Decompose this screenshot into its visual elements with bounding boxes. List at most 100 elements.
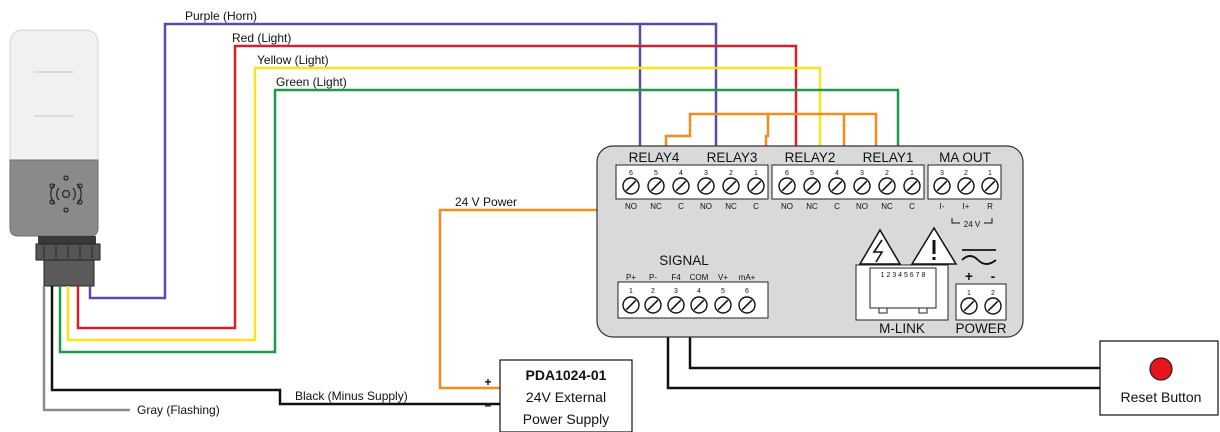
reset-button-box [1099,340,1219,416]
ma-bracket-right [984,218,993,224]
relay-terminal-label: NC [881,202,893,211]
terminal-screw[interactable] [878,177,896,195]
relay-terminal-label: NO [700,202,712,211]
mlink-pin-numbers: 1 2 3 4 5 6 7 8 [881,272,926,279]
terminal-screw[interactable] [957,177,975,195]
terminal-screw[interactable] [622,296,640,314]
terminal-screw[interactable] [803,177,821,195]
mlink-clip [918,307,928,314]
terminal-screw[interactable] [778,177,796,195]
relay-terminal-number: 4 [835,170,839,177]
signal-terminal-number: 1 [629,288,633,295]
signal-terminal-label: mA+ [739,273,756,282]
terminal-screw[interactable] [933,177,951,195]
mlink-port [869,267,937,309]
terminal-screw[interactable] [697,177,715,195]
relay-terminal-label: NC [650,202,662,211]
stack-light-collar [38,236,96,244]
ma-terminal-label: I+ [963,202,970,211]
relay-terminal-label: C [753,202,759,211]
signal-terminal-label: F4 [671,273,681,282]
relay-terminal-number: 3 [860,170,864,177]
terminal-screw[interactable] [747,177,765,195]
ma-bracket-left [951,218,960,224]
signal-terminal-number: 6 [745,288,749,295]
relay-terminal-number: 6 [785,170,789,177]
terminal-screw[interactable] [984,297,1002,315]
mlink-label: M-LINK [879,321,925,336]
ac-symbol-icon [961,249,997,265]
relay-terminal-label: NO [856,202,868,211]
ma-terminal-label: I- [940,202,945,211]
relay1-header: RELAY1 [863,150,914,165]
terminal-screw[interactable] [903,177,921,195]
relay-terminal-label: C [678,202,684,211]
reset-button-label: Reset Button [1121,389,1202,405]
black-wire [50,286,500,406]
power-supply-line2: Power Supply [523,411,609,427]
terminal-screw[interactable] [738,296,756,314]
green-wire [58,88,900,354]
relay-terminal-label: NC [806,202,818,211]
stack-light-lens [9,29,99,161]
ma-terminal-number: 1 [988,170,992,177]
wire-label-gray: Gray (Flashing) [137,403,220,417]
relay-terminal-number: 6 [629,170,633,177]
stack-light-horn-body [9,159,99,237]
power-minus: - [991,269,996,284]
signal-terminal-number: 4 [697,288,701,295]
signal-header: SIGNAL [659,253,709,268]
relay3-header: RELAY3 [707,150,758,165]
power-terminal-number: 2 [991,290,995,297]
terminal-screw[interactable] [690,296,708,314]
wire-label-power: 24 V Power [455,195,517,209]
relay-terminal-label: NO [625,202,637,211]
signal-terminal-number: 5 [721,288,725,295]
supply-minus-label: – [485,398,492,412]
signal-terminal-label: P- [649,273,657,282]
terminal-screw[interactable] [722,177,740,195]
terminal-screw[interactable] [647,177,665,195]
terminal-screw[interactable] [853,177,871,195]
relay-terminal-number: 3 [704,170,708,177]
caution-icon [910,226,958,265]
power-supply-box [499,359,633,432]
supply-plus-label: + [484,375,491,389]
reset-button-module: Reset Button [1099,340,1219,416]
terminal-screw[interactable] [644,296,662,314]
signal-terminal-label: COM [690,273,709,282]
horn-icon [49,175,83,213]
power-supply-line1: 24V External [526,389,606,405]
relay-terminal-label: C [834,202,840,211]
terminal-screw[interactable] [828,177,846,195]
ma-24v-note: 24 V [964,220,981,229]
wire-label-black: Black (Minus Supply) [295,389,408,403]
stack-light-connector [43,259,95,287]
relay-terminal-number: 4 [679,170,683,177]
terminal-screw[interactable] [960,297,978,315]
power-label: POWER [955,321,1006,336]
signal-terminal-number: 3 [674,288,678,295]
relay-terminal-label: NC [725,202,737,211]
relay-terminal-label: NO [781,202,793,211]
relay4-header: RELAY4 [629,150,680,165]
relay-terminal-block-left [615,164,769,200]
relay-terminal-number: 1 [754,170,758,177]
wire-label-red: Red (Light) [232,31,291,45]
relay-terminal-number: 2 [885,170,889,177]
signal-terminal-label: V+ [718,273,728,282]
yellow-wire [66,66,822,342]
gray-wire [42,286,130,412]
stack-light [9,29,101,287]
terminal-screw[interactable] [714,296,732,314]
wire-label-yellow: Yellow (Light) [257,53,329,67]
relay-terminal-number: 2 [729,170,733,177]
terminal-screw[interactable] [667,296,685,314]
terminal-screw[interactable] [622,177,640,195]
purple-wire [640,22,718,175]
ma-terminal-label: R [987,202,993,211]
terminal-screw[interactable] [672,177,690,195]
signal-terminal-label: P+ [626,273,636,282]
terminal-screw[interactable] [981,177,999,195]
